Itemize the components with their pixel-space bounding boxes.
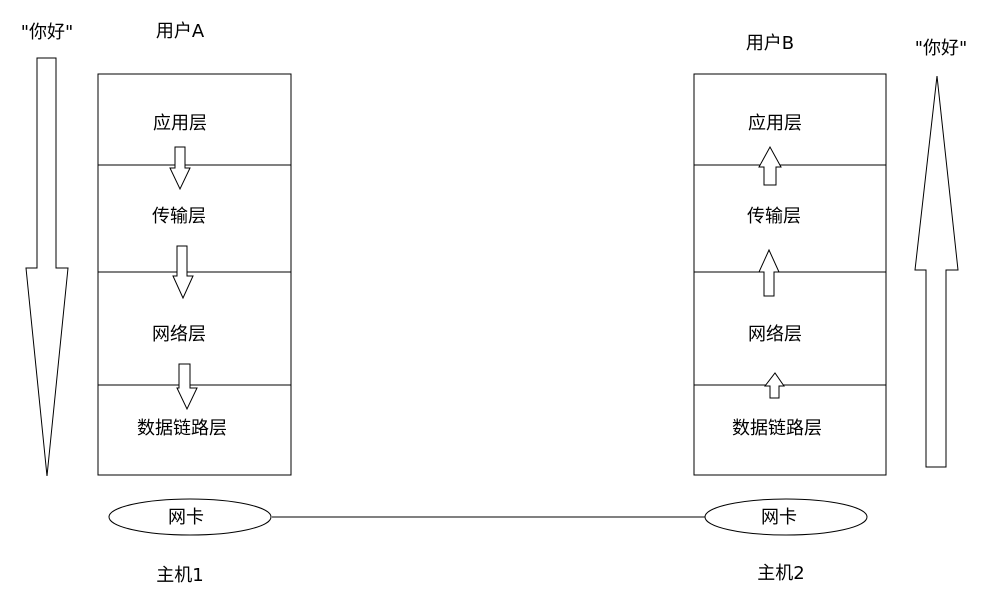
- user-b-layer-datalink: 数据链路层: [732, 418, 822, 439]
- down-arrow-icon: [172, 245, 194, 300]
- user-a-layer-network: 网络层: [152, 324, 206, 345]
- user-a-layer-application: 应用层: [153, 113, 207, 134]
- user-a-stack: 应用层 传输层 网络层 数据链路层: [97, 73, 292, 476]
- user-b-stack-box: [693, 73, 887, 476]
- user-b-label: 用户B: [746, 33, 794, 54]
- user-a-layer-datalink: 数据链路层: [137, 418, 227, 439]
- user-b-layer-network: 网络层: [748, 324, 802, 345]
- host-1-label: 主机1: [156, 565, 203, 586]
- down-arrow-icon: [169, 146, 191, 191]
- nic-left: [108, 498, 272, 536]
- up-arrow-icon: [758, 145, 782, 186]
- up-arrow-icon: [758, 248, 780, 297]
- message-label-left: "你好": [21, 22, 74, 43]
- up-arrow-icon: [763, 372, 785, 399]
- user-a-label: 用户A: [156, 21, 205, 42]
- nic-right-label: 网卡: [761, 507, 797, 528]
- nic-right: [704, 498, 868, 536]
- receive-direction-arrow: [914, 75, 959, 468]
- user-a-stack-box: [97, 73, 292, 476]
- user-a-layer-transport: 传输层: [152, 206, 206, 227]
- user-b-layer-application: 应用层: [748, 113, 802, 134]
- user-b-layer-transport: 传输层: [747, 206, 801, 227]
- send-direction-arrow: [25, 57, 69, 477]
- host-2-label: 主机2: [757, 563, 804, 584]
- down-arrow-icon: [176, 363, 198, 411]
- user-b-stack: 应用层 传输层 网络层 数据链路层: [693, 73, 887, 476]
- message-label-right: "你好": [915, 38, 968, 59]
- nic-left-label: 网卡: [168, 507, 204, 528]
